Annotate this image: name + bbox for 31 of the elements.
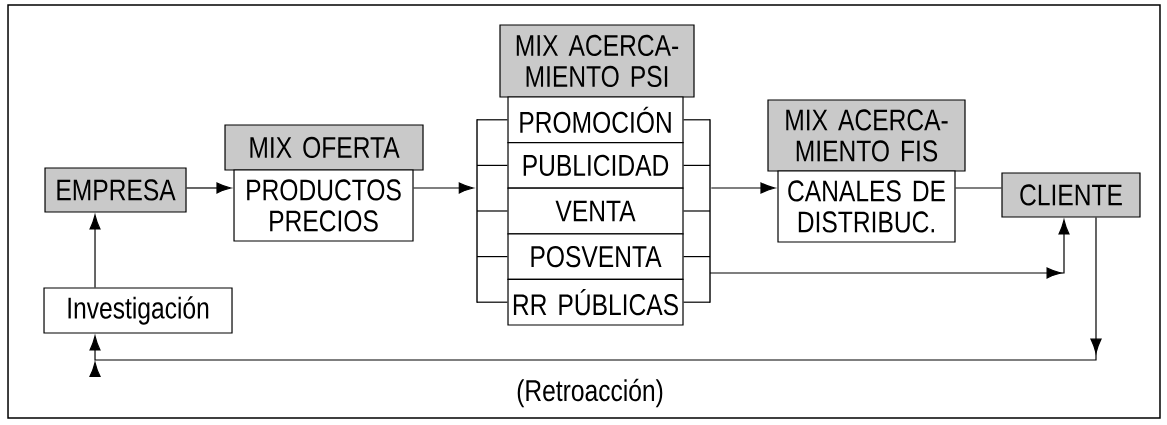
list-row-box: PUBLICIDAD <box>507 142 684 189</box>
process-box: PRODUCTOS PRECIOS <box>233 169 414 242</box>
list-row-box: PROMOCIÓN <box>507 96 684 144</box>
bracket-tick <box>683 119 711 121</box>
edge-label: (Retroacción) <box>514 376 666 410</box>
bracket-tick <box>476 119 508 121</box>
bracket-tick <box>476 164 508 166</box>
process-box: Investigación <box>43 287 233 334</box>
process-box: CANALES DE DISTRIBUC. <box>777 170 956 243</box>
process-box: CLIENTE <box>1001 172 1141 218</box>
bracket-tick <box>683 256 711 258</box>
connector-line <box>955 187 1002 189</box>
bracket-tick <box>476 256 508 258</box>
heading-box: MIX OFERTA <box>224 124 424 171</box>
arrow <box>710 182 776 194</box>
bracket-tick <box>683 210 711 212</box>
list-row-box: RR PÚBLICAS <box>507 278 684 326</box>
bracket-tick <box>683 301 711 303</box>
list-row-box: POSVENTA <box>507 233 684 280</box>
arrow <box>186 182 232 194</box>
bracket-tick <box>683 164 711 166</box>
bracket-tick <box>476 210 508 212</box>
heading-box: MIX ACERCA- MIENTO FIS <box>767 99 966 172</box>
feedback-arrow <box>89 217 1102 377</box>
list-row-box: VENTA <box>507 187 684 235</box>
bracket-tick <box>476 301 508 303</box>
process-box: EMPRESA <box>44 167 187 213</box>
heading-box: MIX ACERCA- MIENTO PSI <box>499 24 695 98</box>
arrow <box>413 182 474 194</box>
arrow <box>709 219 1070 279</box>
arrow <box>89 214 101 288</box>
